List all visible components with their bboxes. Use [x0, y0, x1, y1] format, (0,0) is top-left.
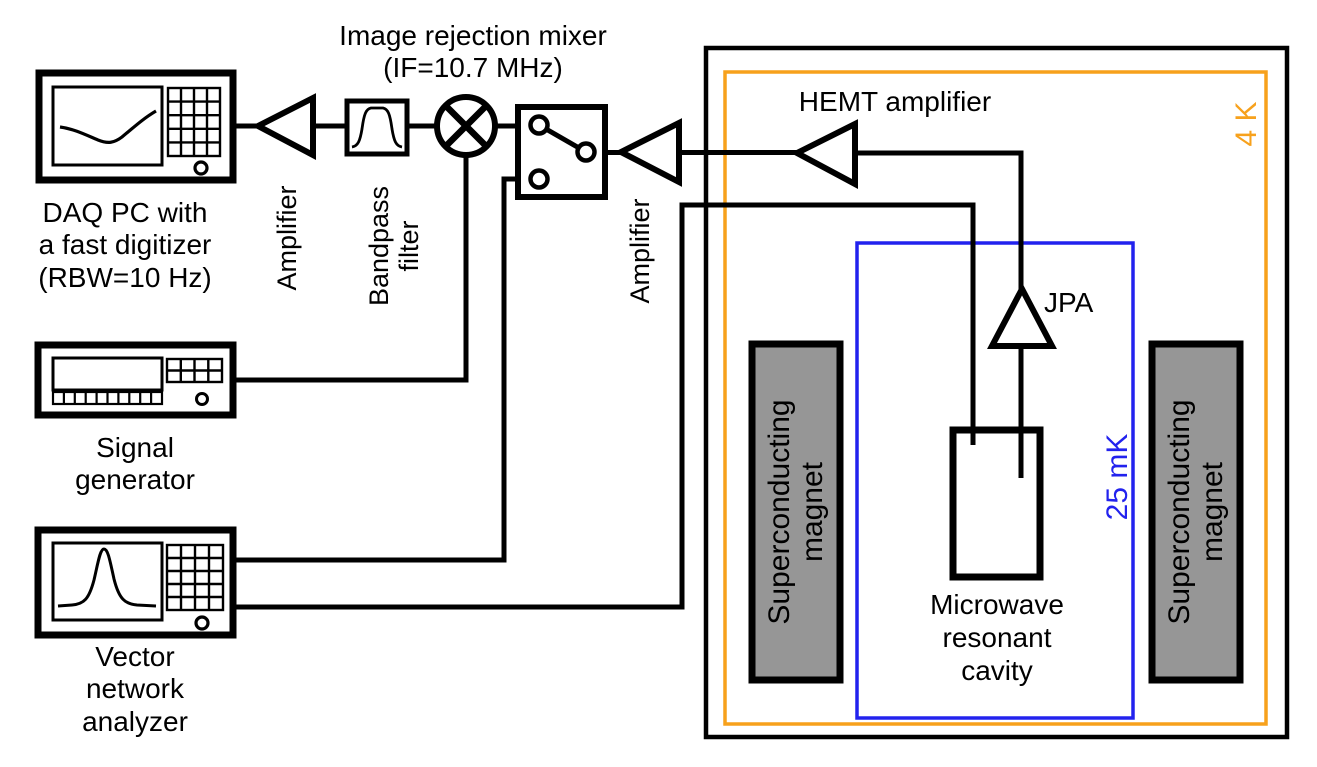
- vna-knob: [194, 615, 210, 631]
- vna-label: Vector network analyzer: [82, 641, 188, 737]
- switch-port-top: [528, 114, 550, 136]
- wire-hemt-to-jpa: [855, 150, 1024, 292]
- microwave-cavity: [949, 426, 1044, 581]
- daq-pc-label: DAQ PC with a fast digitizer (RBW=10 Hz): [38, 197, 212, 293]
- amplifier-2-label: Amplifier: [625, 198, 656, 304]
- cryostat-outer-box: [703, 45, 1290, 740]
- daq-pc-screen: [51, 85, 164, 167]
- 25mk-stage-label: 25 mK: [1100, 433, 1134, 521]
- vna-keypad: [165, 543, 225, 612]
- signal-generator: [34, 341, 237, 419]
- bandpass-filter-label: Bandpass filter: [364, 185, 424, 307]
- daq-pc-keypad: [166, 86, 222, 158]
- hemt-amplifier triangle-amplifier-icon: [790, 119, 858, 190]
- vna-screen: [51, 541, 164, 622]
- mixer-label: Image rejection mixer (IF=10.7 MHz): [339, 20, 607, 84]
- 4k-stage-label: 4 K: [1229, 101, 1263, 147]
- vector-network-analyzer: [34, 526, 237, 639]
- 4k-stage-box: [723, 70, 1268, 726]
- amplifier-1-label: Amplifier: [272, 185, 303, 291]
- signal-generator-knob: [195, 392, 209, 406]
- noise-dip-trace-icon: [59, 109, 157, 144]
- signal-generator-display: [51, 356, 164, 392]
- bandpass-response-curve-icon: [351, 106, 403, 149]
- superconducting-magnet-right: [1148, 340, 1244, 684]
- amplifier-2 triangle-amplifier-icon: [614, 118, 682, 187]
- switch-port-common: [575, 141, 597, 163]
- signal-generator-button-row: [51, 390, 164, 406]
- superconducting-magnet-left: [748, 340, 844, 684]
- jpa-amplifier triangle-amplifier-icon: [987, 282, 1057, 349]
- resonance-peak-trace-icon: [57, 547, 157, 608]
- wire-vna-to-cavity: [233, 202, 976, 610]
- image-rejection-mixer: [434, 94, 498, 158]
- daq-pc: [35, 69, 237, 184]
- signal-generator-keypad: [165, 357, 224, 384]
- mixer-cross: [443, 103, 489, 149]
- signal-generator-label: Signal generator: [75, 432, 195, 496]
- cavity-label: Microwave resonant cavity: [930, 589, 1064, 687]
- bandpass-filter-box: [344, 98, 410, 157]
- switch-port-bottom: [528, 168, 550, 190]
- daq-pc-knob: [193, 160, 209, 176]
- hemt-label: HEMT amplifier: [798, 86, 992, 117]
- bandpass-filter: [344, 98, 410, 157]
- magnet-left-label: Superconducting magnet: [763, 399, 829, 625]
- wire-siggen-to-mixer: [233, 150, 469, 383]
- 25mk-stage-box: [855, 241, 1135, 720]
- rf-switch spdt-switch-icon: [515, 104, 608, 200]
- jpa-label: JPA: [1044, 287, 1094, 318]
- magnet-right-label: Superconducting magnet: [1163, 399, 1229, 625]
- amplifier-1 triangle-amplifier-icon: [251, 93, 316, 160]
